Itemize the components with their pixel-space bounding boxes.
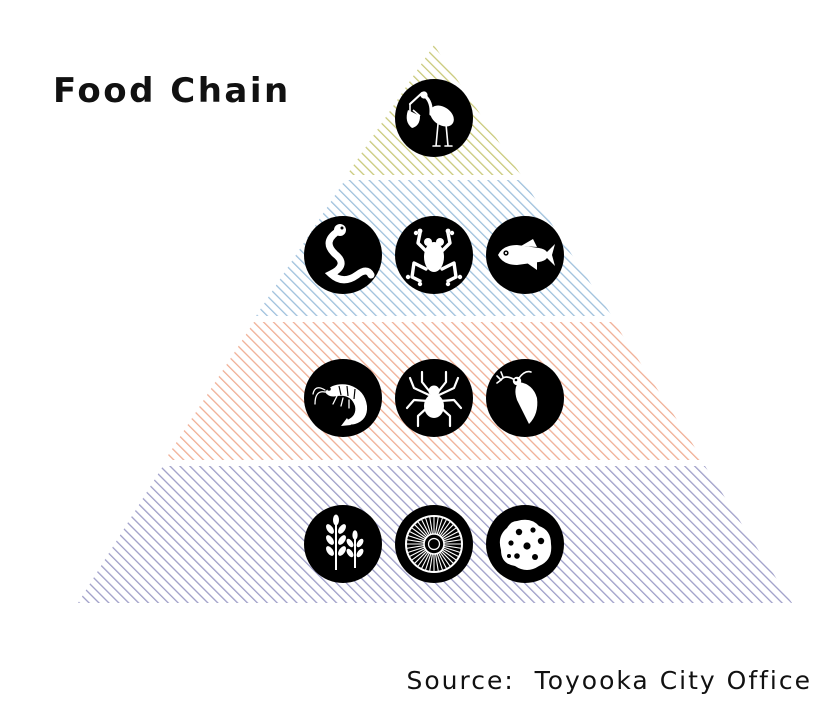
diatom-spoke [439, 551, 451, 567]
diatom-spoke [408, 548, 426, 558]
diatom-spoke [440, 550, 455, 565]
diatom-spoke [429, 516, 433, 535]
stork-icon [395, 79, 473, 157]
diatom-spoke [424, 553, 432, 571]
diatom-icon [395, 505, 473, 583]
diatom-spoke [408, 530, 426, 540]
diatom-spoke [436, 553, 444, 571]
diatom-spoke [443, 534, 461, 542]
diatom-spoke [429, 553, 433, 572]
diatom-spoke [411, 549, 427, 561]
diatom-spoke [407, 546, 425, 554]
fish-icon [486, 216, 564, 294]
diatom-spoke [420, 552, 430, 570]
diatom-spoke [417, 551, 429, 567]
algae-icon [486, 505, 564, 583]
diatom-spoke [442, 530, 460, 540]
diatom-spoke [436, 517, 444, 535]
diatom-spoke [441, 549, 457, 561]
water-flea-icon [486, 359, 564, 437]
diatom-spoke [417, 521, 429, 537]
rice-plant-icon [304, 505, 382, 583]
diatom-spoke [435, 516, 439, 535]
source-credit: Source: Toyooka City Office [406, 666, 812, 695]
diatom-spoke [443, 545, 462, 549]
diatom-spoke [439, 521, 451, 537]
diatom-spoke [435, 553, 439, 572]
diatom-spoke [407, 534, 425, 542]
diatom-spoke [443, 546, 461, 554]
diatom-spoke [406, 539, 425, 543]
diagram-title: Food Chain [53, 71, 291, 111]
diatom-spoke [438, 518, 448, 536]
diatom-spoke [420, 518, 430, 536]
snake-icon [304, 216, 382, 294]
shrimp-icon [304, 359, 382, 437]
diatom-spoke [424, 517, 432, 535]
diatom-spoke [411, 527, 427, 539]
diatom-spoke [440, 523, 455, 538]
diatom-spoke [413, 523, 428, 538]
diatom-spoke [413, 550, 428, 565]
frog-icon [395, 216, 473, 294]
diatom-spoke [443, 539, 462, 543]
diatom-spoke [441, 527, 457, 539]
diatom-spoke [442, 548, 460, 558]
diatom-spoke [406, 545, 425, 549]
diatom-spoke [438, 552, 448, 570]
spider-icon [395, 359, 473, 437]
